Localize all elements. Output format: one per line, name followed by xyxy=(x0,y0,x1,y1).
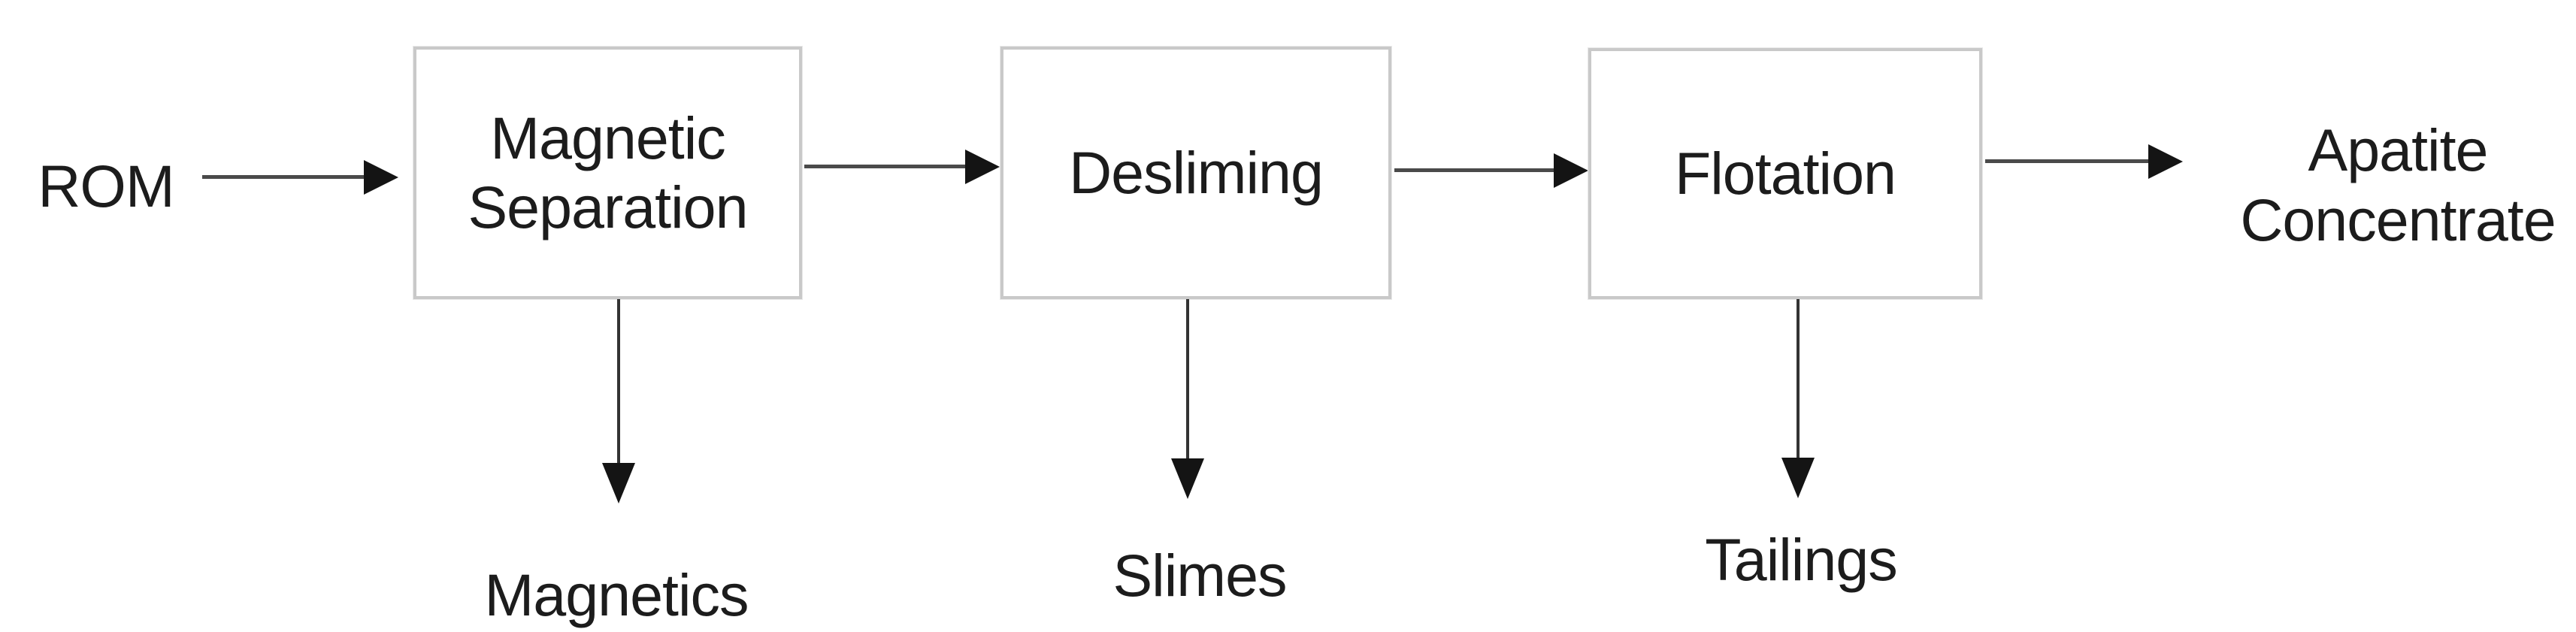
magnetic-separation-box: Magnetic Separation xyxy=(413,47,802,299)
arrow-shaft xyxy=(1394,168,1554,172)
box-label-line: Desliming xyxy=(1069,139,1324,206)
arrow-shaft xyxy=(1186,299,1189,459)
arrowhead-down-icon xyxy=(1171,458,1204,499)
arrowhead-right-icon xyxy=(965,150,1000,184)
rom-label: ROM xyxy=(38,153,174,219)
box-label-line: Magnetic xyxy=(490,104,726,171)
arrowhead-down-icon xyxy=(602,463,635,503)
arrowhead-right-icon xyxy=(2148,144,2183,179)
arrowhead-down-icon xyxy=(1781,458,1815,498)
arrow-shaft xyxy=(617,299,620,464)
magnetics-label: Magnetics xyxy=(484,561,749,628)
desliming-box: Desliming xyxy=(1000,47,1391,299)
apatite-concentrate-label: Apatite Concentrate xyxy=(2210,115,2576,255)
arrow-shaft xyxy=(804,165,966,168)
box-label-line: Separation xyxy=(468,174,748,240)
apatite-concentrate-label-line2: Concentrate xyxy=(2240,186,2556,253)
arrow-shaft xyxy=(1985,159,2149,163)
arrow-shaft xyxy=(202,175,365,179)
arrowhead-right-icon xyxy=(364,160,398,195)
box-label-line: Flotation xyxy=(1674,140,1896,207)
arrow-shaft xyxy=(1797,299,1800,458)
apatite-concentrate-label-line1: Apatite xyxy=(2308,116,2489,183)
slimes-label: Slimes xyxy=(1112,542,1287,609)
tailings-label: Tailings xyxy=(1705,526,1897,593)
arrowhead-right-icon xyxy=(1554,153,1588,188)
flotation-box: Flotation xyxy=(1588,48,1982,299)
